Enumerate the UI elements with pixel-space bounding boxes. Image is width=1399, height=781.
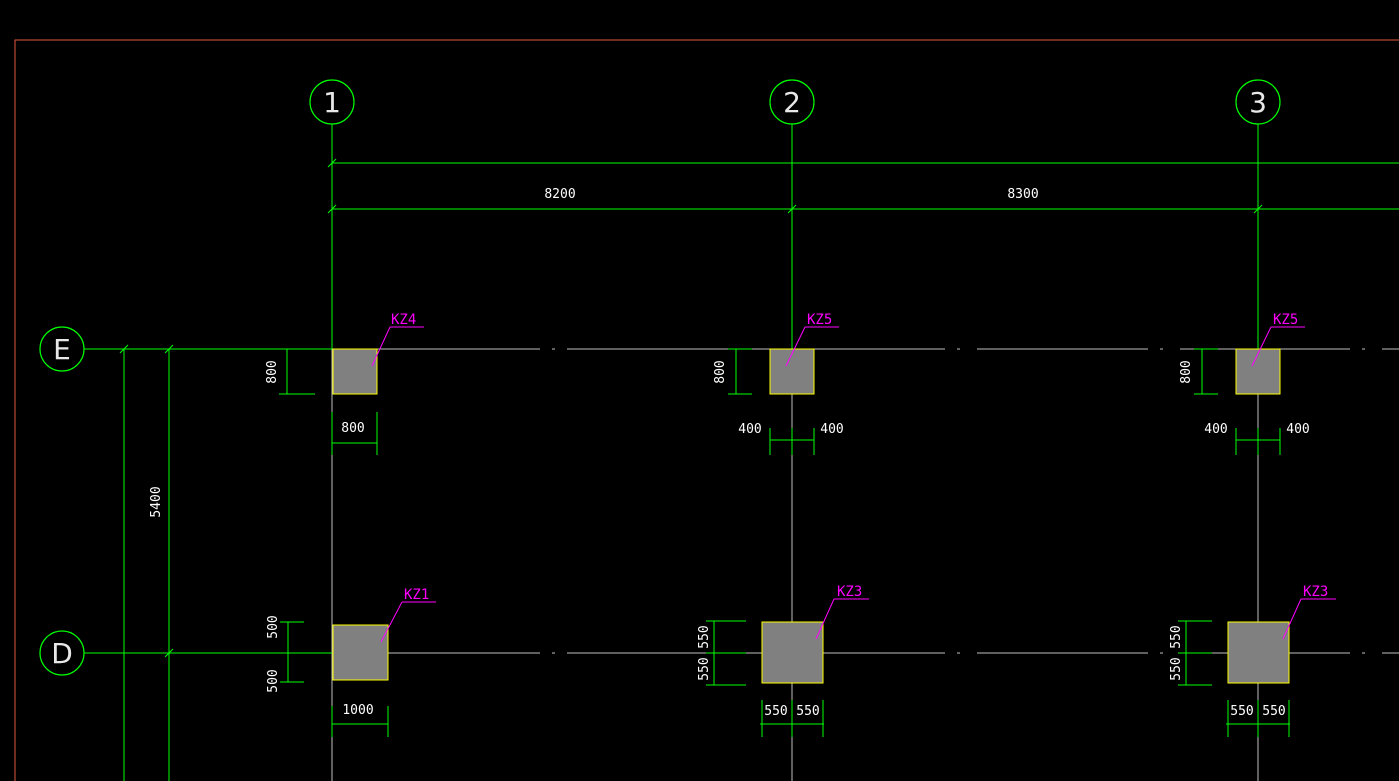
column-width-dim[interactable]: 550 — [1230, 704, 1253, 719]
column-height-dim[interactable]: 500 — [266, 669, 281, 692]
spacing-dimension-line[interactable] — [327, 204, 1399, 214]
axis-label-2: 2 — [783, 86, 801, 119]
column-width-dim[interactable]: 400 — [738, 422, 761, 437]
column-tag-KZ4[interactable]: KZ4 — [391, 312, 416, 328]
column-width-dim[interactable]: 800 — [341, 421, 364, 436]
column-width-dim[interactable]: 400 — [820, 422, 843, 437]
dimension-E-D[interactable]: 5400 — [149, 486, 164, 517]
axis-label-1: 1 — [323, 86, 341, 119]
column-height-dim[interactable]: 800 — [713, 360, 728, 383]
column-tag-leader — [1251, 326, 1305, 367]
overall-dimension-line[interactable] — [327, 158, 1399, 168]
column-dimension-lines — [1194, 348, 1281, 455]
axis-bubble-3[interactable]: 3 — [1235, 79, 1281, 125]
axis-bubble-E[interactable]: E — [39, 326, 85, 372]
column-height-dim[interactable]: 550 — [1169, 625, 1184, 648]
column-height-dim[interactable]: 550 — [697, 625, 712, 648]
column-height-dim[interactable]: 550 — [1169, 657, 1184, 680]
column-height-dim[interactable]: 800 — [265, 360, 280, 383]
column-width-dim[interactable]: 400 — [1286, 422, 1309, 437]
axis-label-3: 3 — [1249, 86, 1267, 119]
column-tag-KZ3[interactable]: KZ3 — [1303, 584, 1328, 600]
column-tag-leader — [1282, 598, 1336, 640]
column-KZ1-1D[interactable] — [332, 624, 389, 681]
axis-label-E: E — [53, 333, 71, 366]
column-KZ3-3D[interactable] — [1227, 621, 1290, 684]
column-tag-KZ1[interactable]: KZ1 — [404, 587, 429, 603]
axis-label-D: D — [51, 637, 73, 670]
dimension-2-3[interactable]: 8300 — [1007, 187, 1038, 202]
column-dimension-lines — [279, 348, 378, 455]
column-KZ5-3E[interactable] — [1235, 348, 1281, 395]
left-dimension-lines[interactable] — [119, 344, 174, 781]
axis-bubble-2[interactable]: 2 — [769, 79, 815, 125]
column-width-dim[interactable]: 400 — [1204, 422, 1227, 437]
column-tag-KZ3[interactable]: KZ3 — [837, 584, 862, 600]
column-width-dim[interactable]: 1000 — [342, 703, 373, 718]
column-dimension-lines — [280, 621, 389, 737]
column-dimension-lines — [706, 620, 824, 737]
column-KZ4-1E[interactable] — [332, 348, 378, 395]
column-tag-KZ5[interactable]: KZ5 — [1273, 312, 1298, 328]
column-width-dim[interactable]: 550 — [796, 704, 819, 719]
column-height-dim[interactable]: 550 — [697, 657, 712, 680]
column-width-dim[interactable]: 550 — [764, 704, 787, 719]
column-tag-KZ5[interactable]: KZ5 — [807, 312, 832, 328]
drawing-frame-border — [14, 39, 1399, 781]
axis-bubble-D[interactable]: D — [39, 630, 85, 676]
column-tag-leader — [815, 598, 869, 640]
column-dimension-lines — [728, 348, 815, 455]
column-height-dim[interactable]: 800 — [1179, 360, 1194, 383]
axis-bubble-1[interactable]: 1 — [309, 79, 355, 125]
column-KZ5-2E[interactable] — [769, 348, 815, 395]
column-tag-leader — [380, 601, 436, 643]
dimension-1-2[interactable]: 8200 — [544, 187, 575, 202]
column-height-dim[interactable]: 500 — [266, 615, 281, 638]
column-tag-leader — [785, 326, 839, 367]
column-width-dim[interactable]: 550 — [1262, 704, 1285, 719]
column-KZ3-2D[interactable] — [761, 621, 824, 684]
column-tag-leader — [371, 326, 424, 367]
column-dimension-lines — [1178, 620, 1290, 737]
